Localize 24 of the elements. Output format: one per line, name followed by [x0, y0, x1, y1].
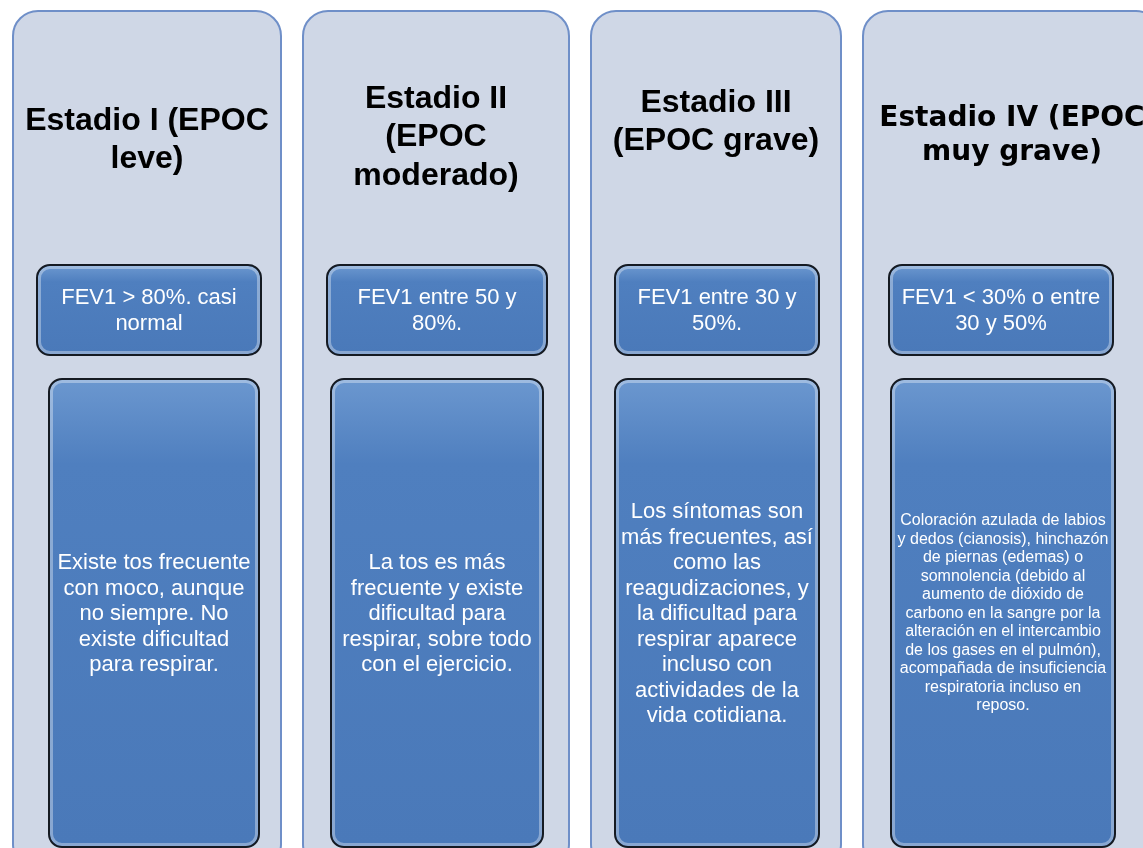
- stage-panel: [302, 10, 570, 848]
- symptom-text: Existe tos frecuente con moco, aunque no siempre. No existe dificultad para respirar.: [56, 549, 252, 677]
- symptom-box: [890, 378, 1116, 848]
- stage-title: Estadio IV (EPOC muy grave): [878, 100, 1143, 168]
- fev1-text: FEV1 < 30% o entre 30 y 50%: [900, 284, 1102, 336]
- symptom-text: Coloración azulada de labios y dedos (cianosis), hinchazón de piernas (edemas) o somnolencia (debido al aumento de dióxido de carbono en la sangre por la alteración en el intercambio de los gases en el pulmón), acompañada de insuficiencia respiratoria incluso en reposo.: [896, 511, 1110, 715]
- symptom-text: La tos es más frecuente y existe dificultad para respirar, sobre todo con el ejercicio.: [341, 549, 533, 677]
- fev1-box: [36, 264, 262, 356]
- symptom-box: [48, 378, 260, 848]
- stage-panel: [12, 10, 282, 848]
- fev1-text: FEV1 entre 30 y 50%.: [636, 284, 798, 336]
- stage-panel: [862, 10, 1143, 848]
- stage-title: Estadio II (EPOC moderado): [352, 78, 520, 194]
- symptom-box: [614, 378, 820, 848]
- fev1-text: FEV1 entre 50 y 80%.: [356, 284, 518, 336]
- stage-title: Estadio I (EPOC leve): [24, 100, 270, 177]
- fev1-box: [888, 264, 1114, 356]
- stage-title: Estadio III (EPOC grave): [611, 82, 821, 159]
- stage-panel: [590, 10, 842, 848]
- fev1-text: FEV1 > 80%. casi normal: [60, 284, 238, 336]
- fev1-box: [614, 264, 820, 356]
- symptom-text: Los síntomas son más frecuentes, así como las reagudizaciones, y la dificultad para respirar aparece incluso con actividades de la vida cotidiana.: [620, 498, 814, 728]
- fev1-box: [326, 264, 548, 356]
- symptom-box: [330, 378, 544, 848]
